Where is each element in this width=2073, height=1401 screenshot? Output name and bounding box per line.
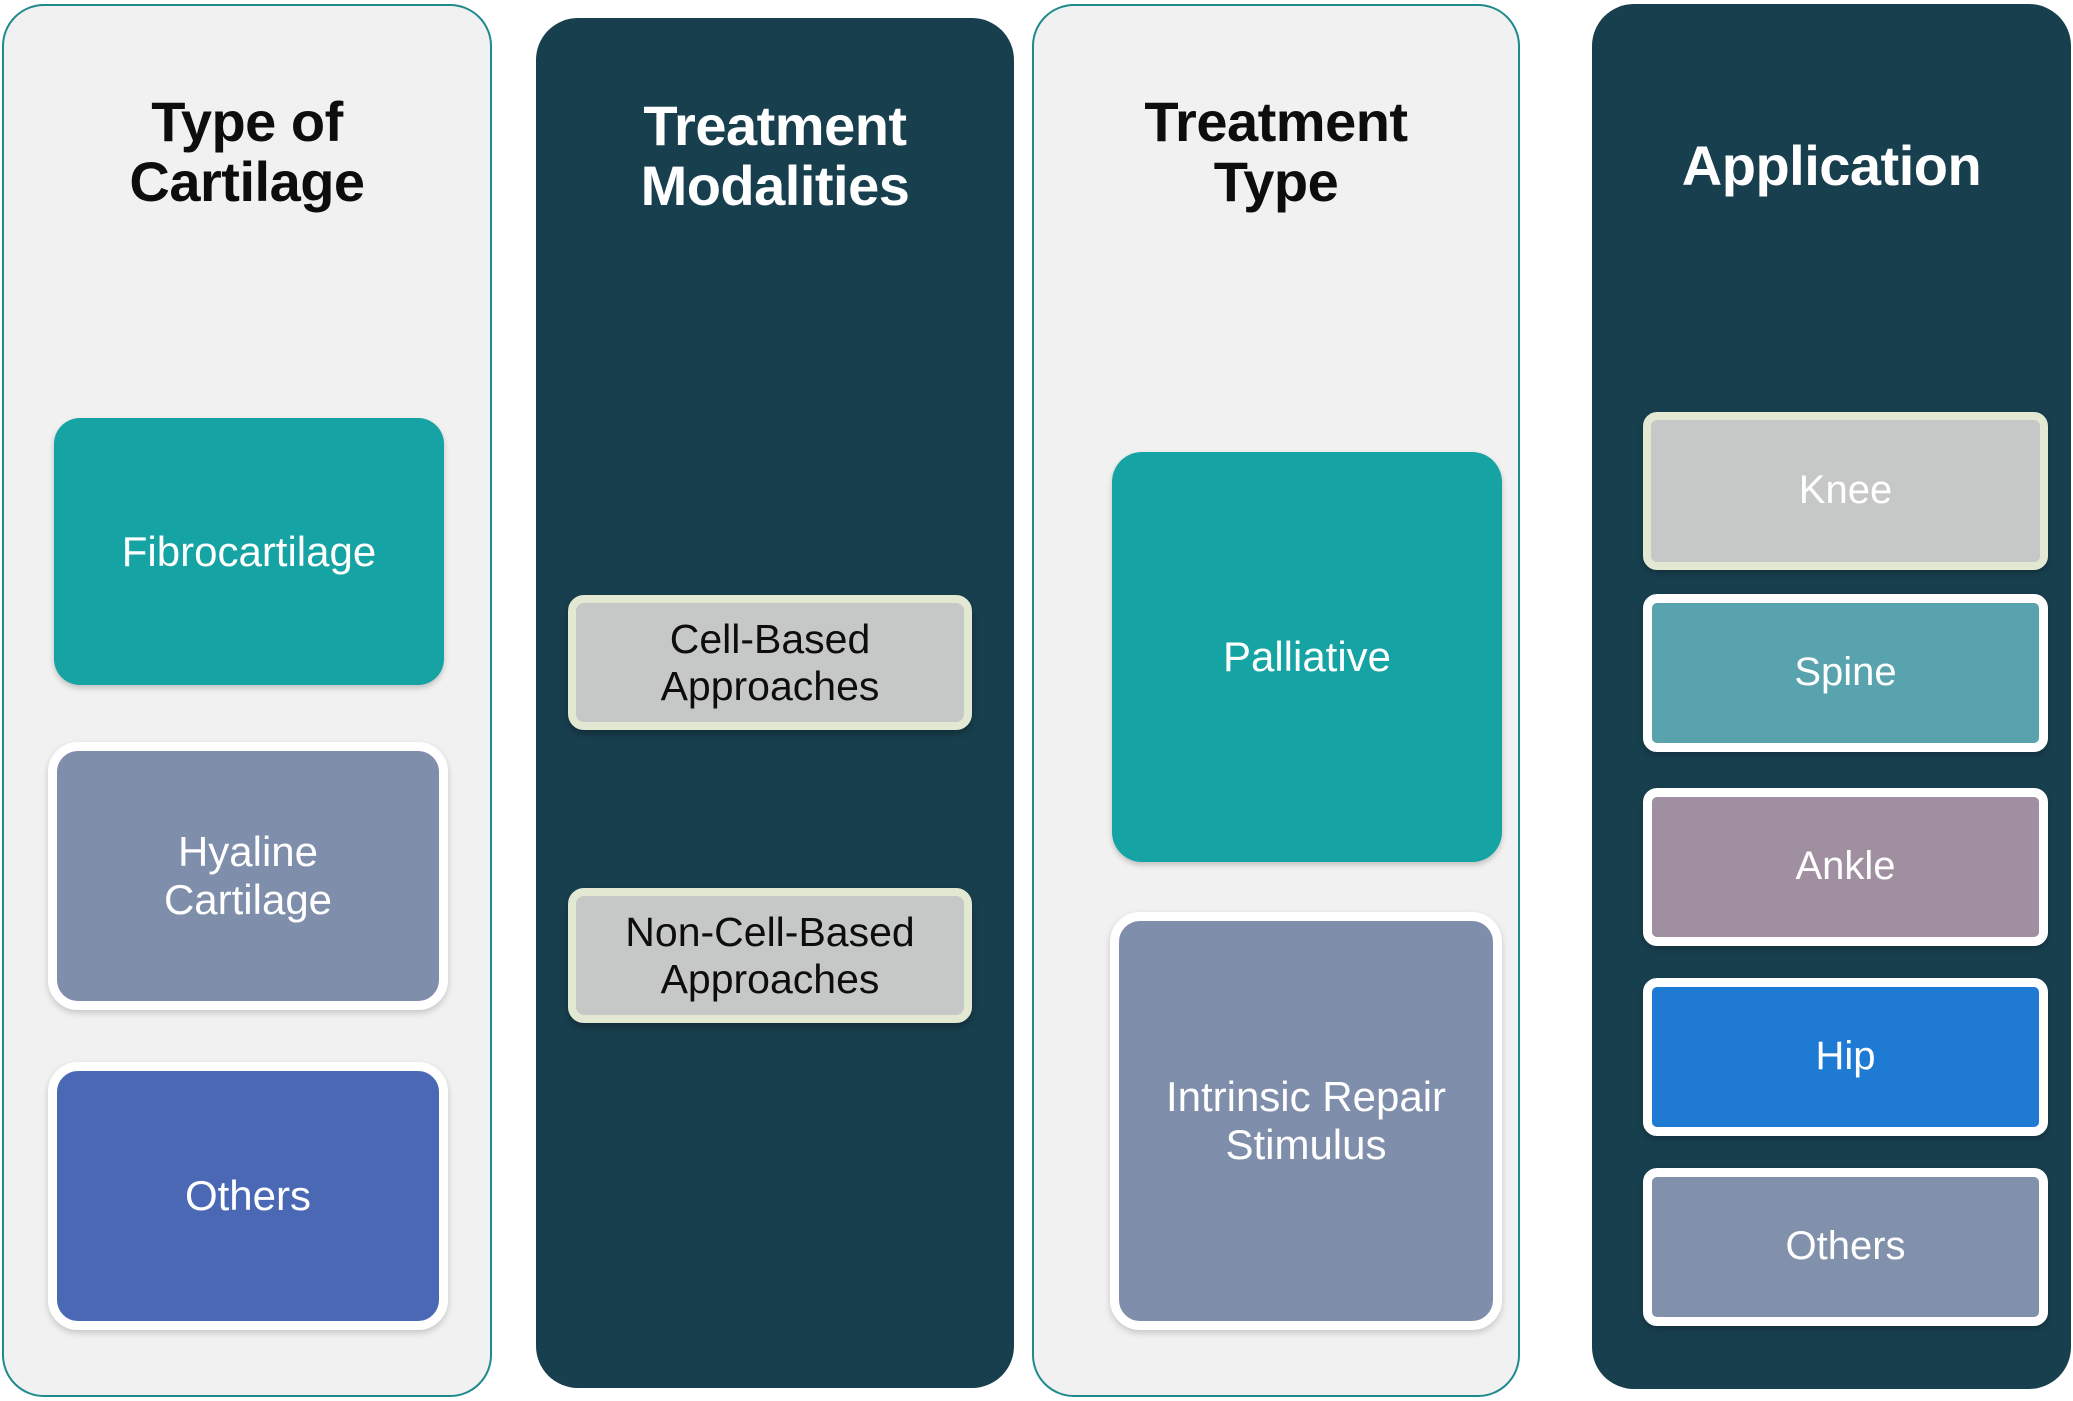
panel-title-treatment-modalities: Treatment Modalities: [640, 94, 910, 218]
node-hyaline-cartilage[interactable]: Hyaline Cartilage: [48, 742, 448, 1010]
node-cell-based-approaches[interactable]: Cell-Based Approaches: [568, 595, 972, 730]
node-others-cartilage[interactable]: Others: [48, 1062, 448, 1330]
node-knee[interactable]: Knee: [1643, 412, 2048, 570]
node-fibrocartilage[interactable]: Fibrocartilage: [54, 418, 444, 685]
node-intrinsic-repair-stimulus[interactable]: Intrinsic Repair Stimulus: [1110, 912, 1502, 1330]
node-spine[interactable]: Spine: [1643, 594, 2048, 752]
node-ankle[interactable]: Ankle: [1643, 788, 2048, 946]
node-non-cell-based-approaches[interactable]: Non-Cell-Based Approaches: [568, 888, 972, 1023]
panel-title-treatment-type: Treatment Type: [1144, 90, 1408, 214]
panel-title-application: Application: [1681, 134, 1982, 197]
node-palliative[interactable]: Palliative: [1112, 452, 1502, 862]
node-hip[interactable]: Hip: [1643, 978, 2048, 1136]
node-others-application[interactable]: Others: [1643, 1168, 2048, 1326]
panel-title-type-of-cartilage: Type of Cartilage: [129, 90, 365, 214]
